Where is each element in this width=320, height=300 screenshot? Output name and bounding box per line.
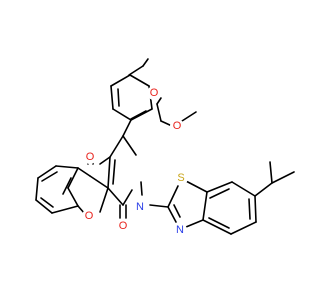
bond [142, 58, 149, 67]
bond [41, 171, 58, 182]
bond [173, 204, 181, 218]
bond [269, 161, 273, 184]
oxygen-atom: O [86, 151, 95, 163]
nitrogen-atom: N [136, 201, 144, 213]
bond [156, 103, 162, 122]
oxygen-atom: O [150, 87, 159, 99]
oxygen-atom: O [85, 210, 94, 222]
oxygen-atom-background [147, 86, 161, 100]
bond [109, 135, 124, 158]
bond [208, 217, 230, 229]
bond [112, 159, 116, 185]
bond [110, 74, 131, 87]
bond [149, 204, 169, 208]
bond [230, 221, 257, 235]
bond [202, 219, 232, 235]
bond [107, 156, 111, 189]
bond [112, 108, 132, 121]
bond [130, 110, 147, 120]
bond [122, 189, 133, 206]
molecule-structure: O O O O O N N S [35, 58, 295, 237]
bond [140, 181, 143, 196]
bond [183, 179, 208, 193]
sulfur-atom: S [177, 172, 184, 184]
bond [117, 88, 120, 107]
bond [122, 135, 137, 156]
nitrogen-atom-background [173, 223, 187, 237]
bond [99, 187, 109, 213]
bond [110, 85, 114, 110]
bond [248, 198, 251, 220]
nitrogen-atom-background [133, 200, 147, 214]
bond [156, 97, 162, 105]
bond [185, 219, 204, 228]
oxygen-atom: O [119, 220, 128, 232]
bond [67, 187, 79, 207]
oxygen-atom-background [83, 150, 97, 164]
bond [129, 74, 150, 87]
bond [67, 167, 79, 189]
bond [254, 182, 273, 197]
bond [206, 181, 233, 193]
bond [62, 177, 72, 195]
bond [77, 167, 91, 177]
bond [51, 205, 79, 214]
molecule-canvas: O O O O O N N S [35, 58, 295, 237]
bond [99, 156, 111, 165]
bond [107, 187, 124, 206]
bond [128, 65, 144, 76]
bond [35, 177, 39, 201]
bond [209, 188, 230, 199]
bond [122, 119, 132, 137]
bonds [35, 58, 295, 235]
atom-labels: O O O O O N N S [82, 86, 188, 237]
bond [40, 197, 54, 208]
sulfur-atom-background [174, 171, 188, 185]
bond [89, 175, 109, 189]
bond [231, 181, 256, 197]
bond [167, 206, 177, 223]
oxygen-atom: O [173, 120, 182, 132]
bond [202, 191, 208, 221]
bond [167, 185, 179, 208]
oxygen-atom-background [82, 209, 96, 223]
bond [271, 171, 295, 184]
bond [37, 165, 57, 179]
nitrogen-atom: N [176, 224, 184, 236]
bond [35, 199, 53, 214]
bond [55, 165, 79, 169]
oxygen-atom-background [170, 119, 184, 133]
bond [181, 111, 197, 122]
bond [130, 108, 153, 121]
oxygen-atom-background [116, 219, 130, 233]
bond [254, 195, 257, 223]
